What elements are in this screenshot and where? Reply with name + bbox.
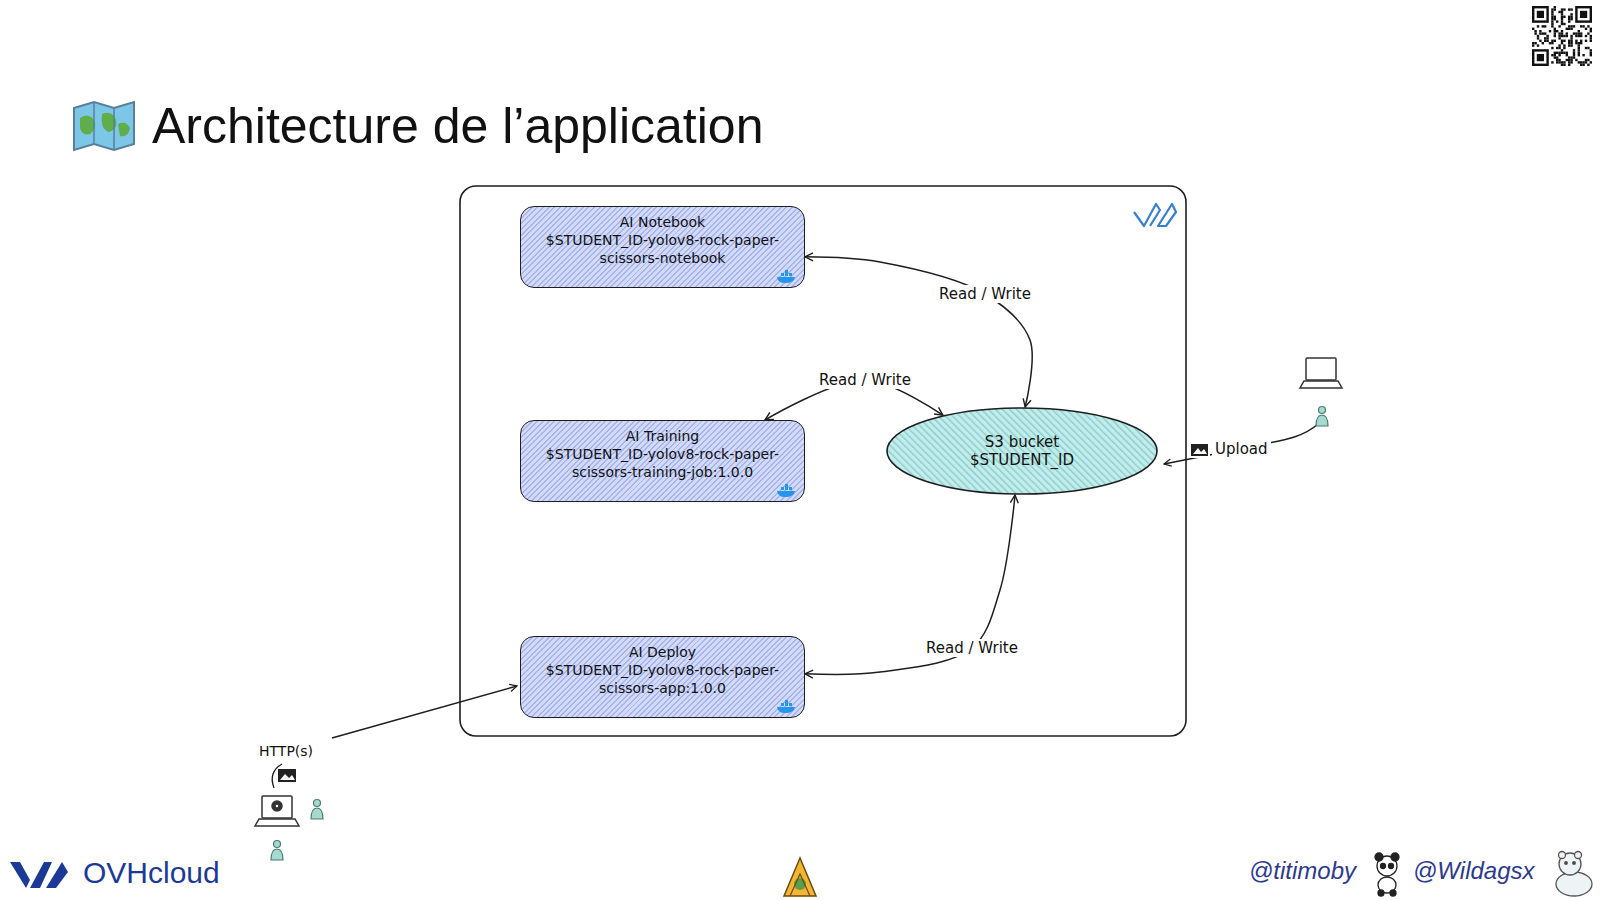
node-body: $STUDENT_ID [970, 451, 1074, 469]
ellipse-shape [887, 408, 1157, 494]
panda-icon [1375, 853, 1399, 896]
storage-ellipse: S3 bucket$STUDENT_ID [886, 407, 1158, 495]
polar-bear-icon [1556, 852, 1592, 897]
service-box: AI Deploy$STUDENT_ID-yolov8-rock-paper- … [520, 636, 805, 718]
node-body: $STUDENT_ID-yolov8-rock-paper- scissors-… [531, 231, 794, 267]
docker-icon [777, 270, 795, 283]
http-line [332, 686, 517, 738]
docker-icon [776, 700, 798, 714]
docker-icon [776, 270, 798, 284]
node-heading: AI Training [531, 427, 794, 445]
docker-icon [776, 484, 798, 498]
map-icon [74, 102, 134, 150]
node-body: $STUDENT_ID-yolov8-rock-paper- scissors-… [531, 445, 794, 481]
service-box: AI Training$STUDENT_ID-yolov8-rock-paper… [520, 420, 805, 502]
picture-icon [1190, 442, 1210, 458]
picture-icon [278, 769, 296, 782]
cloud-container [460, 186, 1186, 736]
node-heading: S3 bucket [985, 433, 1059, 451]
person-icon [1316, 407, 1328, 427]
connector-label: Read / Write [936, 285, 1034, 303]
person-icon [271, 800, 323, 861]
node-heading: AI Notebook [531, 213, 794, 231]
node-body: $STUDENT_ID-yolov8-rock-paper- scissors-… [531, 661, 794, 697]
webcam-laptop-icon [255, 796, 299, 826]
docker-icon [777, 700, 795, 713]
laptop-icon [1300, 358, 1342, 388]
qr-code [1532, 6, 1592, 66]
connector-label: Read / Write [923, 639, 1021, 657]
speaker-handle: @titimoby [1246, 857, 1359, 885]
upload-label: Upload [1212, 440, 1271, 458]
connector-label: Read / Write [816, 371, 914, 389]
slide-title: Architecture de l’application [152, 96, 763, 156]
node-heading: AI Deploy [531, 643, 794, 661]
docker-icon [777, 484, 795, 497]
speaker-handle: @Wildagsx [1410, 857, 1538, 885]
picture-icon [1190, 442, 1210, 458]
read-write-connector [805, 257, 1032, 407]
upload-line [1164, 424, 1318, 464]
ovh-logo-small [1134, 204, 1176, 226]
ovhcloud-logo [10, 862, 68, 888]
protocol-label: HTTP(s) [256, 743, 316, 759]
event-mascot-icon [784, 858, 816, 896]
service-box: AI Notebook$STUDENT_ID-yolov8-rock-paper… [520, 206, 805, 288]
brand-name: OVHcloud [80, 856, 223, 890]
